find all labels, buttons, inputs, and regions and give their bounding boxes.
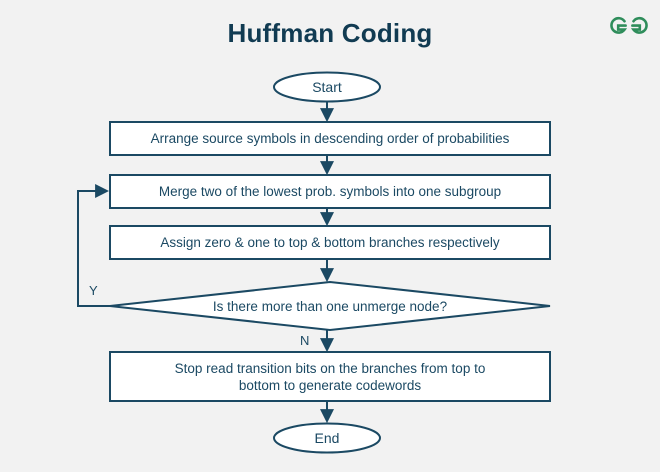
node-stop bbox=[109, 351, 551, 402]
geeksforgeeks-logo bbox=[610, 16, 648, 34]
page-title: Huffman Coding bbox=[227, 18, 433, 48]
edge-label-yes: Y bbox=[89, 283, 98, 298]
node-end bbox=[273, 422, 381, 454]
edge-decision-to-merge-loop bbox=[77, 184, 110, 307]
node-decision bbox=[109, 280, 551, 332]
node-merge bbox=[109, 174, 551, 209]
node-start bbox=[273, 71, 381, 103]
edge-label-no: N bbox=[300, 333, 310, 348]
node-assign bbox=[109, 225, 551, 260]
node-arrange bbox=[109, 121, 551, 156]
